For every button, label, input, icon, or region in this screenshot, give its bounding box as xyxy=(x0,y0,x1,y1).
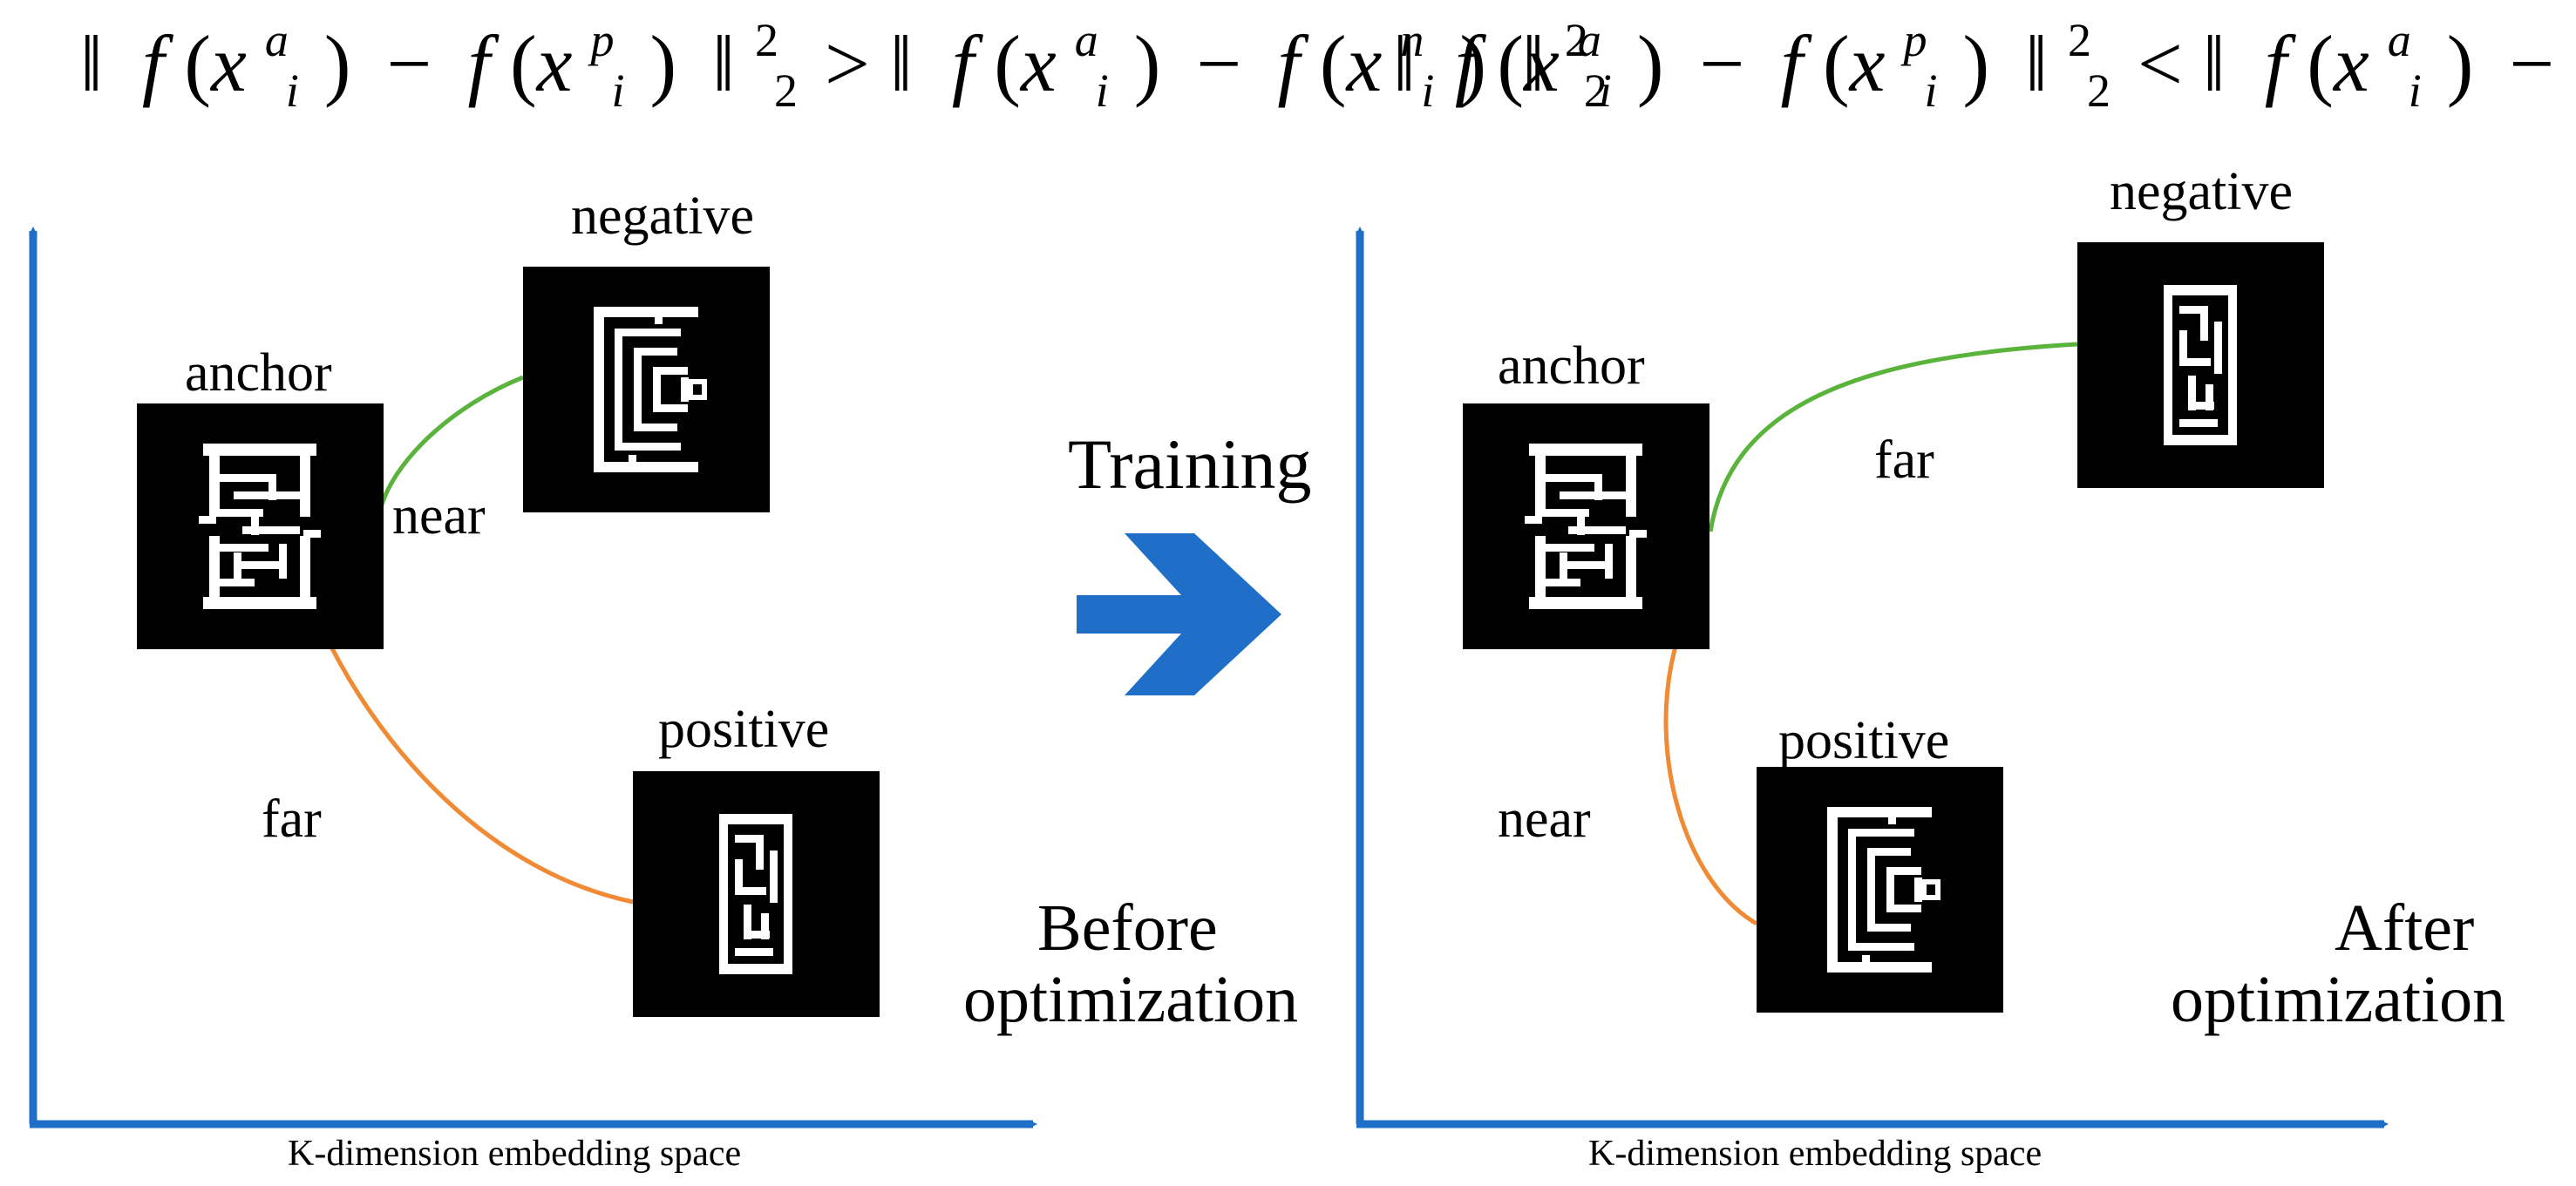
left-axis-label: K-dimension embedding space xyxy=(288,1134,741,1174)
right-state-line1: After xyxy=(2335,891,2474,965)
left-anchor-label: anchor xyxy=(185,343,332,403)
right-positive-image xyxy=(1757,767,2003,1013)
right-formula: ‖ f (x a i ) − f (x p i ) ‖ 2 2 < ‖ f (x… xyxy=(1393,0,2576,124)
right-negative-label: negative xyxy=(2110,162,2293,221)
right-far-curve xyxy=(1708,342,2078,532)
left-panel: ‖ f (x a i ) − f (x p i ) ‖ 2 2 > ‖ f (x… xyxy=(29,0,1608,1174)
right-positive-label: positive xyxy=(1778,711,1949,770)
right-near-curve xyxy=(1663,646,1758,926)
left-near-label: near xyxy=(392,486,486,546)
right-axis-label: K-dimension embedding space xyxy=(1588,1134,2042,1174)
training-transition: Training xyxy=(1068,424,1311,695)
left-far-curve xyxy=(329,645,634,905)
left-formula: ‖ f (x a i ) − f (x p i ) ‖ 2 2 > ‖ f (x… xyxy=(80,0,1608,124)
left-state-line1: Before xyxy=(1037,891,1218,965)
right-panel: ‖ f (x a i ) − f (x p i ) ‖ 2 2 < ‖ f (x… xyxy=(1356,0,2576,1174)
right-near-label: near xyxy=(1498,790,1591,849)
left-negative-label: negative xyxy=(571,186,754,246)
left-negative-image xyxy=(523,267,770,512)
training-arrow-icon xyxy=(1077,533,1281,695)
training-label: Training xyxy=(1068,424,1311,504)
left-positive-label: positive xyxy=(658,700,829,759)
right-state-line2: optimization xyxy=(2171,963,2505,1036)
left-near-curve xyxy=(377,375,524,515)
right-far-label: far xyxy=(1874,430,1934,490)
right-anchor-label: anchor xyxy=(1498,336,1645,396)
left-state-line2: optimization xyxy=(963,963,1298,1036)
left-far-label: far xyxy=(262,790,322,849)
